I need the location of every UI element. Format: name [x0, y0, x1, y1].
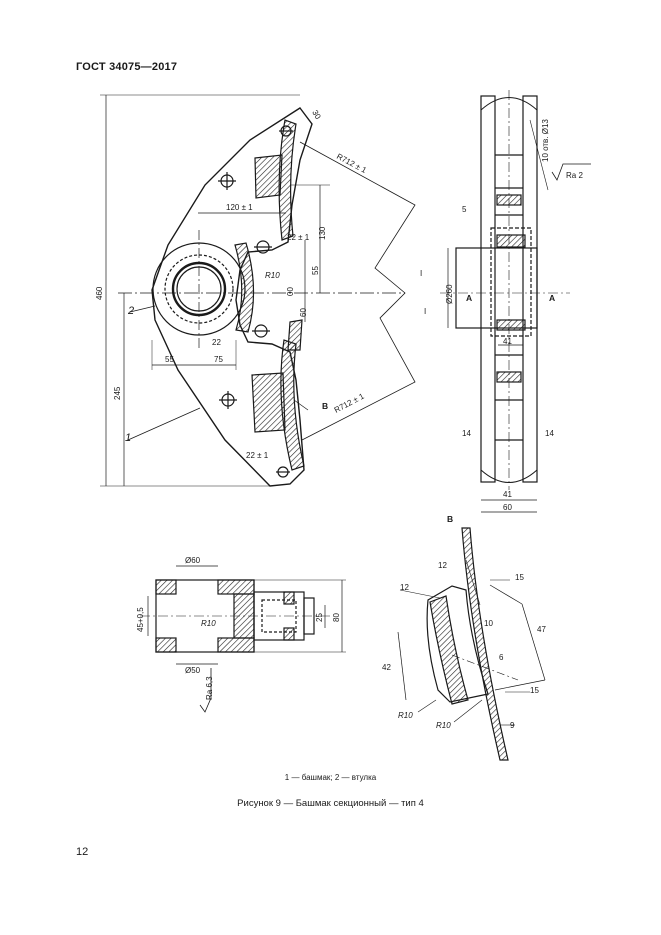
roughness-ra2: Ra 2	[566, 171, 583, 180]
dim-r10-b2: R10	[436, 721, 451, 730]
dim-12-a: 12	[400, 583, 409, 592]
dim-22-top: 22 ± 1	[287, 233, 310, 242]
dim-30: 30	[310, 109, 323, 122]
side-view	[440, 90, 591, 513]
dim-460: 460	[95, 286, 104, 300]
bolt-holes	[218, 125, 293, 478]
detail-b-labels: В 12 12 15 47 10 42 6 15 9 R10 R10	[382, 514, 546, 730]
callout-1: 1	[125, 432, 131, 444]
detail-b-view	[397, 527, 546, 761]
dim-12-b: 12	[438, 561, 447, 570]
section-view-labels: Ø60 Ø50 45+0,5 R10 25 80 Ra 6,3	[136, 556, 341, 700]
dim-10: 10	[484, 619, 493, 628]
dim-260: Ø260	[445, 284, 454, 304]
dim-41-bottom: 41	[503, 490, 512, 499]
dim-22-bottom: 22 ± 1	[246, 451, 269, 460]
dim-245: 245	[113, 386, 122, 400]
dim-9: 9	[510, 721, 515, 730]
callout-2: 2	[127, 305, 134, 317]
section-a-left: A	[466, 293, 472, 303]
dim-120: 120 ± 1	[226, 203, 253, 212]
section-line-i-bottom: I	[424, 307, 426, 316]
dim-r712-bottom: R712 ± 1	[333, 391, 366, 414]
dim-75-bottom: 75	[214, 355, 223, 364]
main-view	[100, 94, 416, 487]
dim-6: 6	[499, 653, 504, 662]
thread-holes: 10 отв. Ø13	[541, 119, 550, 162]
section-line-i-top: I	[420, 269, 422, 278]
dim-14-left: 14	[462, 429, 471, 438]
section-mark-b: В	[322, 401, 328, 411]
dim-60-vert: 60	[299, 308, 308, 317]
detail-b-title: В	[447, 514, 453, 524]
dim-00-vert: 00	[286, 287, 295, 296]
dim-80: 80	[332, 613, 341, 622]
roughness-ra63: Ra 6,3	[205, 676, 214, 700]
dim-5: 5	[462, 205, 467, 214]
dim-d50: Ø50	[185, 666, 201, 675]
section-a-right: A	[549, 293, 555, 303]
dim-r10-section: R10	[201, 619, 216, 628]
figure-caption: Рисунок 9 — Башмак секционный — тип 4	[237, 798, 424, 809]
dim-25: 25	[315, 613, 324, 622]
dim-55-bottom: 55	[165, 355, 174, 364]
section-view	[140, 565, 346, 713]
dim-22-left: 22	[212, 338, 221, 347]
dim-55-vert: 55	[311, 266, 320, 275]
dim-41-mid: 41	[503, 337, 512, 346]
dim-15-a: 15	[515, 573, 524, 582]
page-number: 12	[76, 846, 89, 858]
dim-42: 42	[382, 663, 391, 672]
figure-legend: 1 — башмак; 2 — втулка	[284, 773, 377, 782]
document-header: ГОСТ 34075—2017	[76, 61, 178, 73]
dim-d60: Ø60	[185, 556, 201, 565]
dim-45-tol: 45+0,5	[136, 607, 145, 632]
dim-15-b: 15	[530, 686, 539, 695]
dim-r10-b1: R10	[398, 711, 413, 720]
dim-14-right: 14	[545, 429, 554, 438]
dim-60-bottom: 60	[503, 503, 512, 512]
dim-47: 47	[537, 625, 546, 634]
dim-r10: R10	[265, 271, 280, 280]
dim-130: 130	[318, 226, 327, 240]
side-view-labels: 10 отв. Ø13 Ra 2 5 Ø260 A A 41 14 14 41 …	[445, 119, 583, 512]
